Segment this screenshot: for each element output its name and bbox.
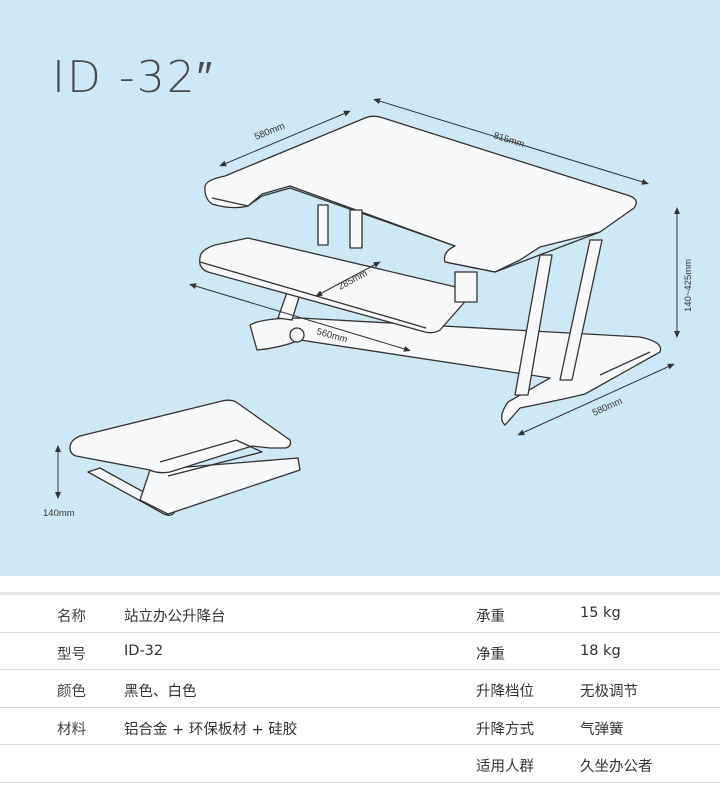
spec-label: 颜色 xyxy=(57,684,86,700)
desk-drawing: 580mm 815mm 140~425mm 285mm 560mm 580mm … xyxy=(43,98,694,519)
raised-desk-illustration xyxy=(199,115,662,426)
dim-top-width: 815mm xyxy=(492,130,526,150)
spec-row: 型号 ID-32 净重 18 kg xyxy=(0,633,720,670)
spec-value: 黑色、白色 xyxy=(124,684,197,700)
spec-value: 18 kg xyxy=(580,642,621,659)
spec-row: 材料 铝合金 + 环保板材 + 硅胶 升降方式 气弹簧 xyxy=(0,708,720,745)
spec-value: 铝合金 + 环保板材 + 硅胶 xyxy=(124,721,298,738)
dim-folded-height: 140mm xyxy=(43,508,75,519)
dimension-lines xyxy=(189,98,680,436)
spec-label: 名称 xyxy=(57,609,86,625)
spec-value: 无极调节 xyxy=(580,684,638,700)
spec-label: 型号 xyxy=(57,646,86,663)
spec-value: 气弹簧 xyxy=(580,721,624,738)
folded-desk-illustration xyxy=(69,399,301,516)
spec-row: 名称 站立办公升降台 承重 15 kg xyxy=(0,595,720,633)
spec-label: 升降方式 xyxy=(476,721,534,738)
model-title: ID -32″ xyxy=(52,52,215,103)
spec-label: 材料 xyxy=(57,721,86,738)
dim-height-range: 140~425mm xyxy=(683,259,694,312)
spec-row: 适用人群 久坐办公者 xyxy=(0,745,720,783)
spec-table: 名称 站立办公升降台 承重 15 kg 型号 ID-32 净重 18 kg 颜色… xyxy=(0,592,720,783)
spec-row: 颜色 黑色、白色 升降档位 无极调节 xyxy=(0,670,720,708)
spec-label: 净重 xyxy=(476,646,505,663)
spec-label: 承重 xyxy=(476,609,505,625)
spec-value: 站立办公升降台 xyxy=(124,609,226,625)
spec-value: ID-32 xyxy=(124,642,164,659)
spec-value: 15 kg xyxy=(580,605,621,621)
spec-value: 久坐办公者 xyxy=(580,759,653,775)
product-figure: ID -32″ xyxy=(0,0,720,576)
keyboard-tray xyxy=(199,237,471,334)
spec-label: 适用人群 xyxy=(476,759,534,775)
spec-label: 升降档位 xyxy=(476,684,534,700)
